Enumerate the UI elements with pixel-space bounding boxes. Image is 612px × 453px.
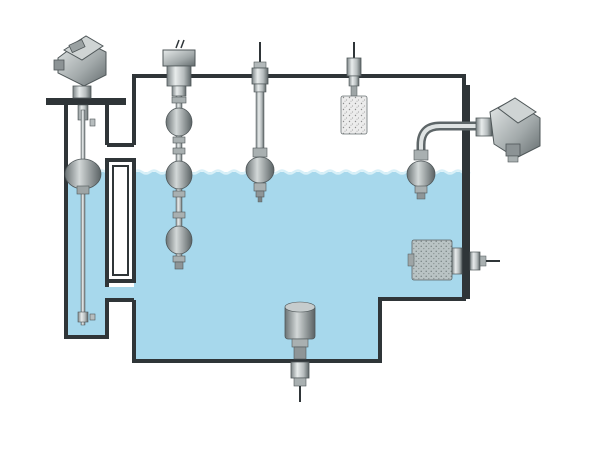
top-mounted-guided-float-switch xyxy=(53,35,107,326)
foam-sensor-icon xyxy=(340,42,368,135)
bottom-sensor-icon xyxy=(284,301,316,402)
side-mounted-float-switch xyxy=(406,97,541,200)
top-mounted-foam-level-switch xyxy=(340,42,368,135)
tank-water xyxy=(107,172,464,361)
tank-walls xyxy=(64,74,466,363)
side-foam-sensor-icon xyxy=(407,239,500,281)
side-housing-head-icon xyxy=(475,97,541,163)
multi-float-icon xyxy=(162,39,196,270)
housing-head-icon xyxy=(53,35,107,99)
single-point-float-switch xyxy=(245,42,275,203)
guided-float-icon xyxy=(64,158,102,190)
float-rod-icon xyxy=(245,42,275,203)
mounting-plate xyxy=(46,98,126,105)
guide-column-water xyxy=(66,172,107,337)
side-mounted-foam-level-switch xyxy=(407,239,500,281)
side-mount-plate xyxy=(462,85,470,299)
bottom-mounted-sensor xyxy=(284,301,316,402)
side-arm-float-icon xyxy=(406,97,541,200)
multi-point-float-switch xyxy=(162,39,196,270)
